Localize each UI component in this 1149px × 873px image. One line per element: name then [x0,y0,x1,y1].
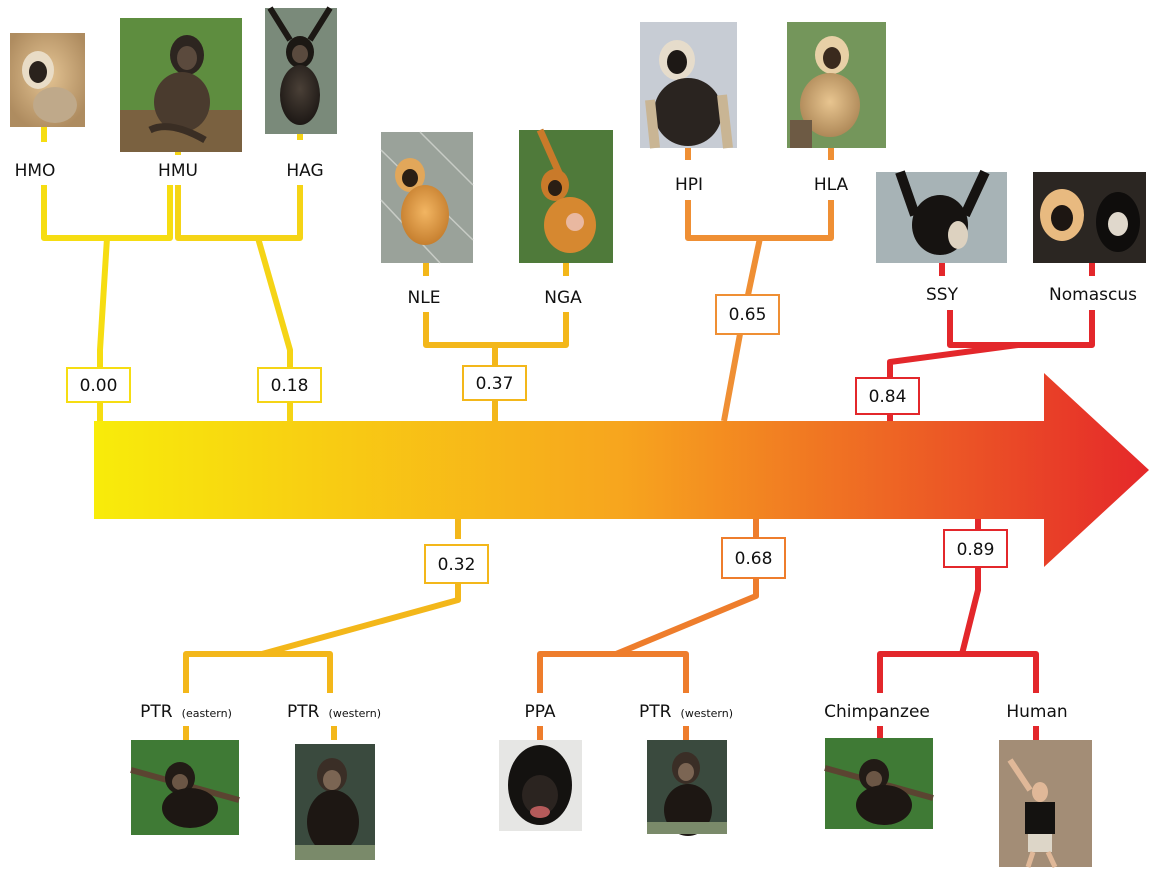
photo-hla [787,22,886,148]
label-ptr-western-a: PTR (western) [287,702,381,722]
value-0-32: 0.32 [438,555,476,575]
label-nle: NLE [408,288,441,308]
photo-hpi [640,22,737,149]
branch-chimpanzee-human [877,519,1039,740]
branch-nle-nga [423,263,569,421]
label-human: Human [1006,702,1067,722]
label-ptr-western-b: PTR (western) [639,702,733,722]
photo-ptr-eastern [130,740,240,835]
branch-hmu-hag [175,134,303,421]
value-box-0-00: 0.00 [66,367,131,403]
label-ptr-western-b-sub: (western) [681,707,733,720]
photo-chimpanzee [824,738,934,829]
value-0-65: 0.65 [729,305,767,325]
label-hmo: HMO [15,161,56,181]
label-hmu: HMU [158,161,198,181]
photo-nle [380,131,474,264]
label-ptr-western-a-main: PTR [287,702,320,722]
photo-nomascus [1033,172,1146,263]
branch-hmo-hmu [41,127,173,421]
label-ptr-western-b-main: PTR [639,702,672,722]
label-hpi: HPI [675,175,703,195]
label-ptr-eastern-sub: (eastern) [182,707,232,720]
label-ssy: SSY [926,285,959,305]
photo-ssy [876,169,1007,263]
photo-nga [519,128,613,263]
label-nomascus: Nomascus [1049,285,1137,305]
photo-ptr-western-a [295,744,375,860]
photo-hag [265,6,337,134]
value-box-0-37: 0.37 [462,365,527,401]
similarity-arrow [94,373,1149,567]
branch-ppa-ptr-western [537,519,759,740]
label-ptr-eastern: PTR (eastern) [140,702,232,722]
branch-ptr-eastern-western [183,519,461,740]
value-box-0-32: 0.32 [424,544,489,584]
label-ptr-western-a-sub: (western) [329,707,381,720]
photo-ptr-western-b [647,740,727,836]
branch-ssy-nomascus [887,263,1095,421]
photo-hmu [120,18,242,152]
photo-human [999,740,1092,869]
value-box-0-89: 0.89 [943,529,1008,568]
value-box-0-18: 0.18 [257,367,322,403]
photo-hmo [10,33,85,127]
branch-hpi-hla [685,148,834,422]
value-0-84: 0.84 [869,387,907,407]
label-hla: HLA [814,175,849,195]
value-0-37: 0.37 [476,374,514,394]
value-0-00: 0.00 [80,376,118,396]
label-chimpanzee: Chimpanzee [824,702,930,722]
label-ppa: PPA [524,702,555,722]
label-hag: HAG [286,161,323,181]
value-0-18: 0.18 [271,376,309,396]
label-ptr-eastern-main: PTR [140,702,173,722]
value-box-0-68: 0.68 [721,537,786,579]
value-box-0-65: 0.65 [715,294,780,335]
photo-ppa [499,740,582,831]
label-nga: NGA [544,288,582,308]
value-0-68: 0.68 [735,549,773,569]
value-box-0-84: 0.84 [855,377,920,415]
value-0-89: 0.89 [957,540,995,560]
